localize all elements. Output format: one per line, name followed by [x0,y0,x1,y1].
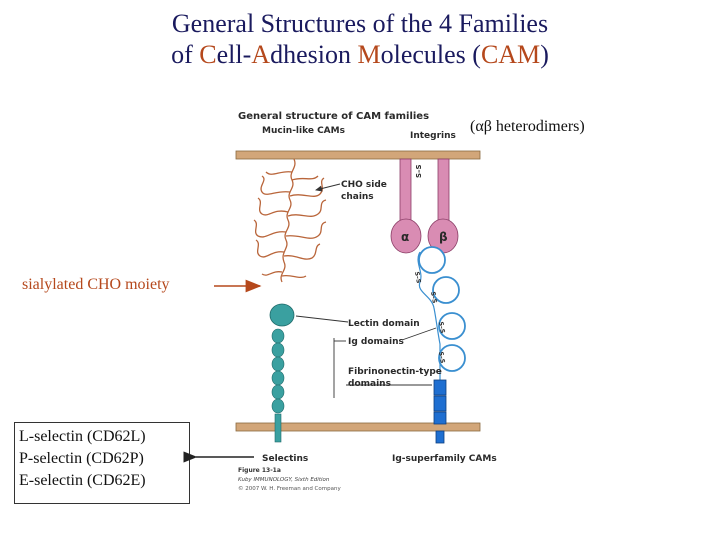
selectin-stalk [274,413,282,443]
chains-label: chains [341,192,374,202]
selectin-e: E-selectin (CD62E) [19,472,146,489]
title-line-1: General Structures of the 4 Families [171,9,549,38]
selectins-label: Selectins [262,454,308,464]
integrin-alpha-stalk [399,158,412,222]
igsf-tail [435,430,445,444]
title-highlight-cam: CAM [480,40,541,69]
igsf-label: Ig-superfamily CAMs [392,454,497,464]
selectin-bead [271,328,285,344]
selectin [269,303,295,443]
heterodimers-note: (αβ heterodimers) [470,118,585,135]
fibronectin-domain-3 [433,411,447,425]
mucin-label: Mucin-like CAMs [262,126,345,136]
title-highlight-m: M [357,40,381,69]
title-line-2: of Cell-Adhesion Molecules (CAM) [0,39,720,70]
selectin-l: L-selectin (CD62L) [19,428,146,445]
ig-backbone [417,251,441,380]
ig-domain-3 [438,312,466,340]
figure-heading: General structure of CAM families [238,111,429,122]
ig-ss-2: S–S [429,291,438,304]
title-text: dhesion [270,40,358,69]
figure-source: Kuby IMMUNOLOGY, Sixth Edition [238,477,330,483]
lectin-leader [295,315,349,323]
selectin-bead [271,384,285,400]
lectin-domain [269,303,295,327]
selectin-bead [271,356,285,372]
ig-ss-3: S–S [437,321,446,334]
ig-domain-4 [438,344,466,372]
ig-ss-1: S–S [413,271,422,284]
fibronectin-domain-1 [433,379,447,396]
bottom-membrane [235,422,481,432]
title-text: olecules ( [380,40,481,69]
ig-ss-4: S–S [437,351,446,364]
integrins-label: Integrins [410,131,456,141]
cho-side-label: CHO side [341,180,387,190]
ig-domain-2 [432,276,460,304]
fibronectin-label: Fibrinonectin-type [348,367,442,377]
selectin-bead [271,398,285,414]
alpha-label: α [401,230,409,244]
title-text: ) [540,40,549,69]
integrin-beta-stalk [437,158,450,222]
beta-label: β [439,230,448,244]
integrin: α β S–S [390,158,459,254]
selectin-p: P-selectin (CD62P) [19,450,144,467]
title-highlight-c: C [199,40,217,69]
page-title: General Structures of the 4 Families of … [0,8,720,70]
ig-domains-label: Ig domains [348,337,404,347]
ig-superfamily-cam: S–S S–S S–S S–S [413,246,466,444]
selectin-bead [271,342,285,358]
ig-domain-1 [418,246,446,274]
selectin-list: L-selectin (CD62L) P-selectin (CD62P) E-… [14,422,190,504]
figure-caption: Figure 13-1a [238,467,281,474]
lectin-label: Lectin domain [348,319,420,329]
mucin-cam [253,158,327,283]
ss-bond-label: S–S [415,164,423,178]
title-text: of [171,40,200,69]
ig-leader [401,327,437,341]
fibronectin-domains-label: domains [348,379,391,389]
figure-copyright: © 2007 W. H. Freeman and Company [238,485,341,492]
top-membrane [235,150,481,160]
fibronectin-domain-2 [433,395,447,412]
title-highlight-a: A [251,40,271,69]
integrin-alpha-head [390,218,422,254]
sialylated-label: sialylated CHO moiety [22,276,170,293]
cho-arrow [315,183,341,192]
selectin-bead [271,370,285,386]
title-text: ell- [216,40,252,69]
